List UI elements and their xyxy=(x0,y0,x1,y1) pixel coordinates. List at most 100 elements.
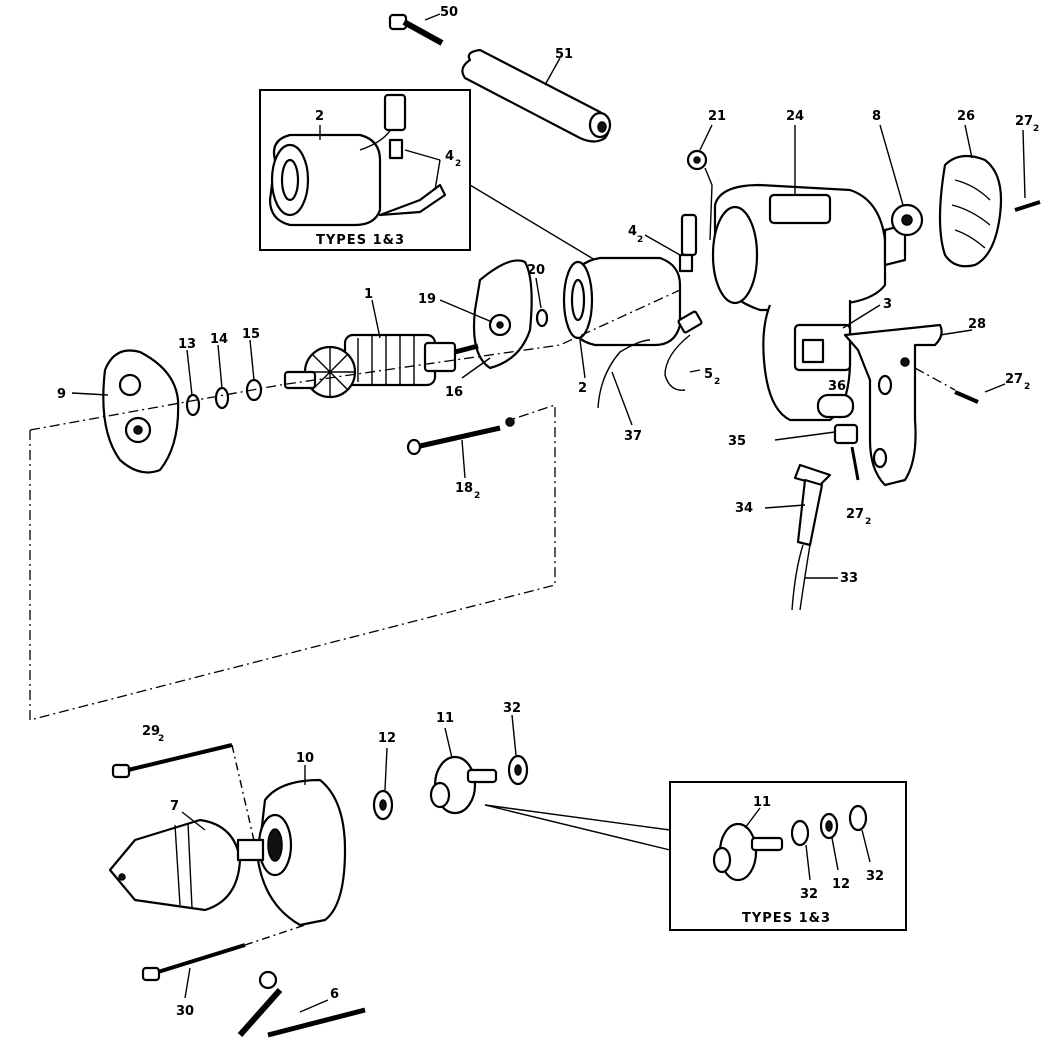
leader-4-box-b xyxy=(434,159,441,191)
label-28: 28 xyxy=(968,317,986,332)
label-18: 18 xyxy=(455,481,473,496)
leader-50 xyxy=(424,13,441,21)
leader-19 xyxy=(439,299,493,323)
label-27-top: 27 xyxy=(1015,114,1033,129)
leader-21 xyxy=(699,124,713,151)
leader-6 xyxy=(299,999,329,1013)
fan-gear-8 xyxy=(890,203,924,237)
leader-51 xyxy=(544,57,561,86)
leader-27-top xyxy=(1022,129,1026,199)
gear-11-inset xyxy=(712,822,784,882)
inset-leader-bottom-a xyxy=(484,804,671,831)
washer-20 xyxy=(535,308,549,328)
leader-13 xyxy=(186,349,193,396)
label-4-main: 4 xyxy=(628,224,637,239)
label-2-box: 2 xyxy=(315,109,324,124)
gear-case-10 xyxy=(256,778,347,927)
leader-12-box xyxy=(831,837,839,871)
label-4-box-sub: 2 xyxy=(455,159,461,169)
label-14: 14 xyxy=(210,332,228,347)
leader-15 xyxy=(249,339,255,381)
power-cord-33 xyxy=(791,544,811,611)
center-line-loop xyxy=(29,404,556,721)
wire-37 xyxy=(597,339,651,409)
label-34: 34 xyxy=(735,501,753,516)
label-11-box: 11 xyxy=(753,795,771,810)
leader-21-b xyxy=(704,167,713,241)
leader-11 xyxy=(444,727,453,759)
label-6: 6 xyxy=(330,987,339,1002)
label-27-top-sub: 2 xyxy=(1033,124,1039,134)
chuck-key-6 xyxy=(237,970,366,1038)
leader-7 xyxy=(181,811,206,831)
label-12: 12 xyxy=(378,731,396,746)
label-27-lower: 27 xyxy=(846,507,864,522)
label-15: 15 xyxy=(242,327,260,342)
label-30: 30 xyxy=(176,1004,194,1019)
types-inset-box-top xyxy=(259,89,471,251)
chuck-7 xyxy=(108,818,265,912)
leader-3 xyxy=(842,304,881,329)
brush-holder-4 xyxy=(678,213,698,273)
label-32: 32 xyxy=(503,701,521,716)
field-coil-inset xyxy=(268,93,447,227)
leader-11-box xyxy=(744,807,761,829)
label-33: 33 xyxy=(840,571,858,586)
screw-27-lower xyxy=(850,446,860,481)
washer-32-inset-b xyxy=(848,804,868,832)
label-21: 21 xyxy=(708,109,726,124)
label-27-right-sub: 2 xyxy=(1024,382,1030,392)
washer-14 xyxy=(214,386,230,410)
leader-2-main xyxy=(579,339,586,379)
leader-32 xyxy=(511,714,517,756)
leader-26 xyxy=(964,124,973,159)
leader-28 xyxy=(939,329,973,336)
label-32-box-a: 32 xyxy=(800,887,818,902)
label-37: 37 xyxy=(624,429,642,444)
label-4-box: 4 xyxy=(445,149,454,164)
label-8: 8 xyxy=(872,109,881,124)
label-7: 7 xyxy=(170,799,179,814)
capacitor-36 xyxy=(816,393,855,419)
cord-clamp-35 xyxy=(833,423,859,445)
leader-4-box-a xyxy=(404,149,441,161)
leader-14 xyxy=(217,344,223,389)
bearing-plate-9 xyxy=(102,349,180,474)
label-5: 5 xyxy=(704,367,713,382)
cord-guard-34 xyxy=(793,463,832,547)
washer-32-inset-a xyxy=(790,819,810,847)
label-27-right: 27 xyxy=(1005,372,1023,387)
label-4-main-sub: 2 xyxy=(637,235,643,245)
label-18-sub: 2 xyxy=(474,491,480,501)
label-32-box-b: 32 xyxy=(866,869,884,884)
label-13: 13 xyxy=(178,337,196,352)
leader-4-main xyxy=(644,234,681,256)
types-inset-box-bottom xyxy=(669,781,907,931)
spindle-gear-11 xyxy=(429,755,498,815)
leader-34 xyxy=(764,504,806,509)
screw-27-right xyxy=(954,390,979,404)
inset-leader-bottom-b xyxy=(484,804,671,851)
end-cap-26 xyxy=(938,154,1003,268)
leader-1 xyxy=(371,299,381,339)
label-12-box: 12 xyxy=(832,877,850,892)
label-20: 20 xyxy=(527,263,545,278)
screw-30 xyxy=(141,943,246,982)
label-19: 19 xyxy=(418,292,436,307)
leader-9 xyxy=(71,392,109,396)
types-box-bottom-title: TYPES 1&3 xyxy=(742,911,831,926)
leader-30 xyxy=(184,967,191,999)
leader-20 xyxy=(535,277,542,309)
leader-8 xyxy=(879,124,904,206)
leader-16 xyxy=(461,357,491,379)
handle-cover-28 xyxy=(843,323,943,487)
label-11: 11 xyxy=(436,711,454,726)
inset-leader-top xyxy=(469,184,596,261)
label-16: 16 xyxy=(445,385,463,400)
washer-13 xyxy=(185,393,201,417)
label-29: 29 xyxy=(142,724,160,739)
leader-35 xyxy=(774,431,836,441)
screw-50 xyxy=(388,13,444,46)
